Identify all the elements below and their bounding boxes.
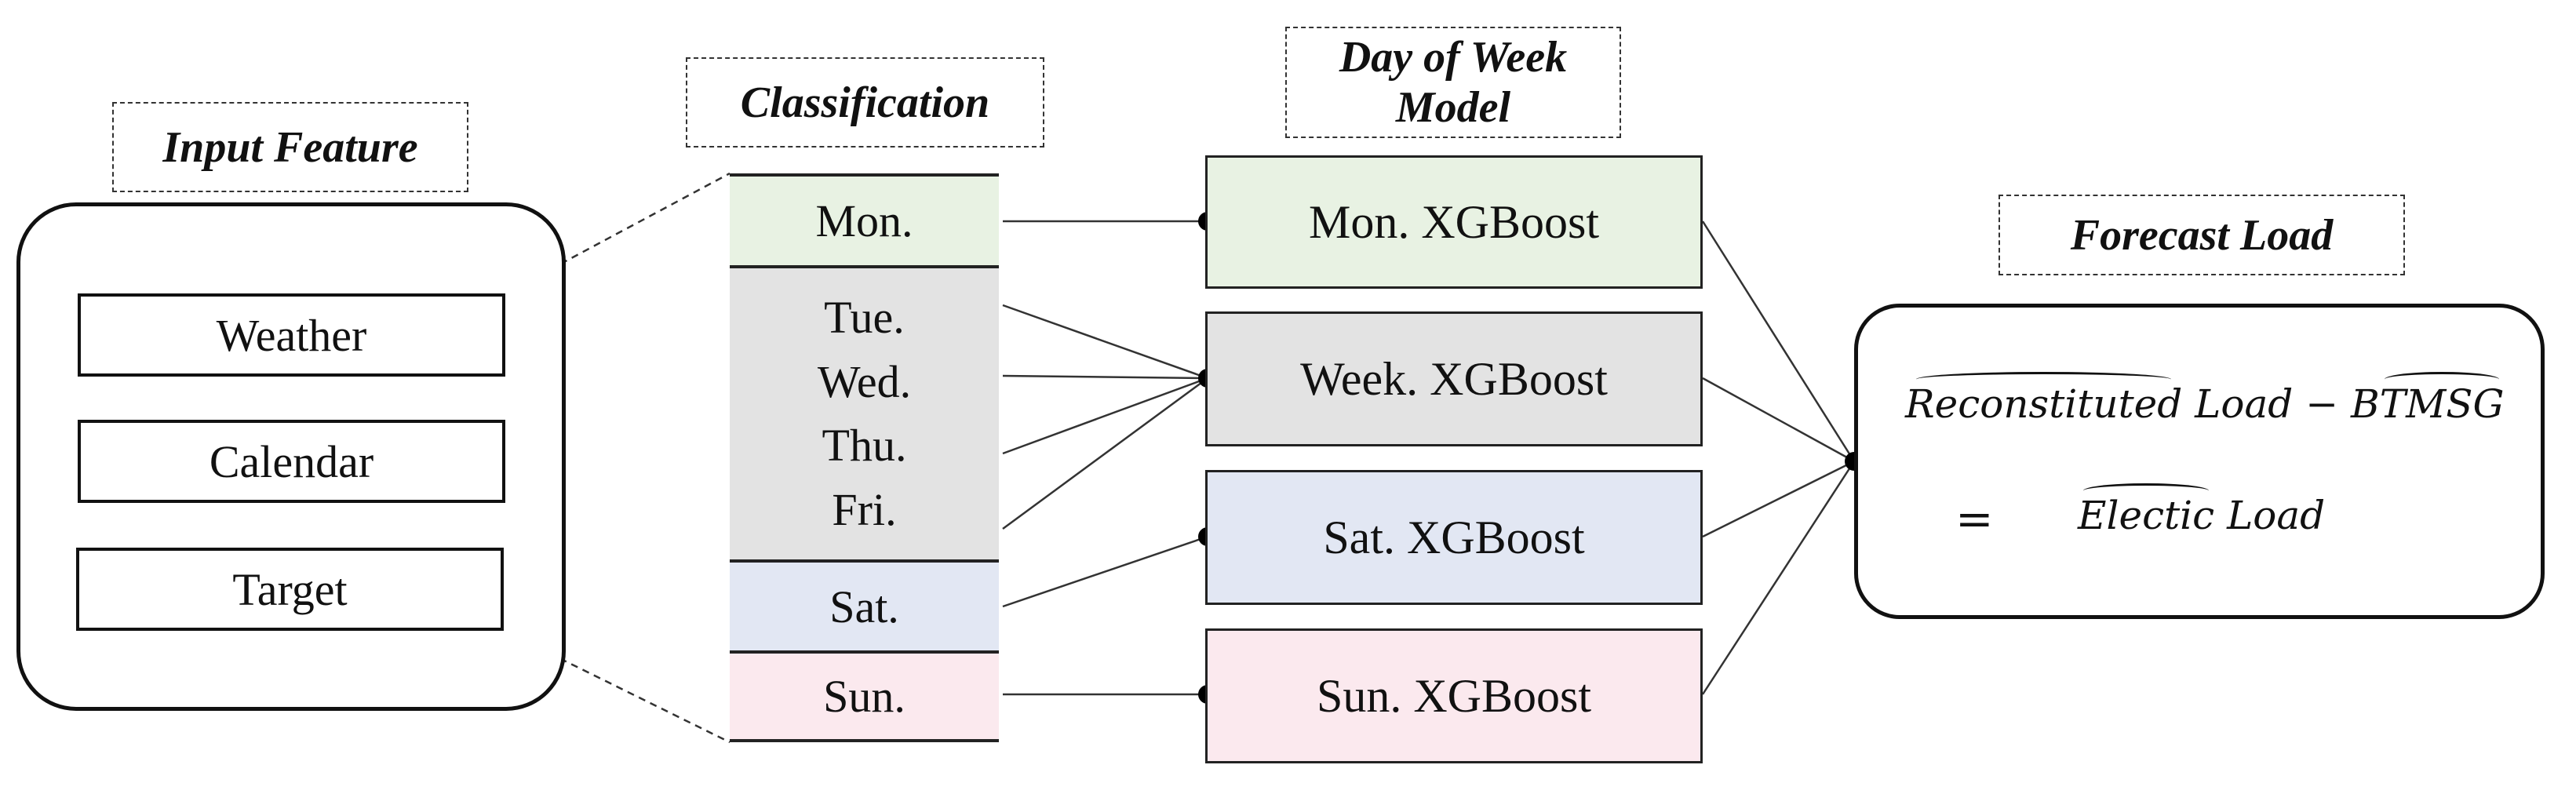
formula-load-final: Load [2214,493,2326,538]
feature-calendar: Calendar [78,420,505,503]
class-row-mon: Mon. [730,173,999,265]
input-feature-title: Input Feature [162,122,418,172]
class-sun-label: Sun. [823,671,905,722]
tue-connector [1002,304,1208,380]
feature-target-label: Target [232,563,348,615]
week-xgboost-label: Week. XGBoost [1300,352,1608,405]
equals-symbol: = [1955,492,1994,545]
reconstituted-hat-term: Reconstituted [1905,372,2183,427]
sun-xgboost-model: Sun. XGBoost [1205,628,1703,763]
tmsg-hat-term: TMSG [2379,372,2505,427]
day-of-week-model-header: Day of Week Model [1285,27,1621,138]
mon-xgboost-model: Mon. XGBoost [1205,155,1703,289]
class-thu-label: Thu. [822,420,907,472]
electic-hat-term: Electic [2078,483,2215,538]
formula-line-1: Reconstituted Load − BTMSG [1905,372,2505,427]
wed-connector [1002,374,1208,380]
day-of-week-model-title: Day of Week Model [1339,33,1568,132]
class-row-sat: Sat. [730,559,999,650]
formula-line-2: Electic Load [2078,483,2326,538]
class-row-weekdays: Tue. Wed. Thu. Fri. [730,265,999,559]
equals-sign: = [1955,496,1994,541]
week-to-forecast-connector [1702,377,1855,463]
forecast-load-title: Forecast Load [2070,210,2334,260]
formula-b: B [2350,381,2380,427]
feature-weather: Weather [78,293,505,377]
class-row-sun: Sun. [730,650,999,742]
sat-connector [1002,535,1208,608]
forecast-load-box [1854,304,2545,619]
classification-header: Classification [686,57,1044,148]
forecast-load-header: Forecast Load [1998,195,2405,275]
sun-xgboost-label: Sun. XGBoost [1316,669,1592,722]
sun-to-forecast-connector [1701,461,1856,695]
class-mon-label: Mon. [815,195,913,246]
thu-connector [1002,377,1208,455]
sat-xgboost-model: Sat. XGBoost [1205,470,1703,605]
mon-xgboost-label: Mon. XGBoost [1308,195,1600,248]
feature-calendar-label: Calendar [209,435,374,487]
week-xgboost-model: Week. XGBoost [1205,311,1703,446]
class-sat-label: Sat. [829,581,899,632]
sat-to-forecast-connector [1702,460,1855,538]
mon-to-forecast-connector [1701,220,1856,462]
classification-title: Classification [740,78,990,127]
class-tue-label: Tue. [824,292,905,344]
formula-load-minus: Load − [2182,381,2351,427]
fri-connector [1002,377,1208,530]
input-feature-header: Input Feature [112,102,468,192]
class-wed-label: Wed. [817,355,912,407]
feature-target: Target [76,548,504,631]
feature-weather-label: Weather [216,309,367,361]
sat-xgboost-label: Sat. XGBoost [1323,511,1585,563]
class-fri-label: Fri. [832,483,897,535]
